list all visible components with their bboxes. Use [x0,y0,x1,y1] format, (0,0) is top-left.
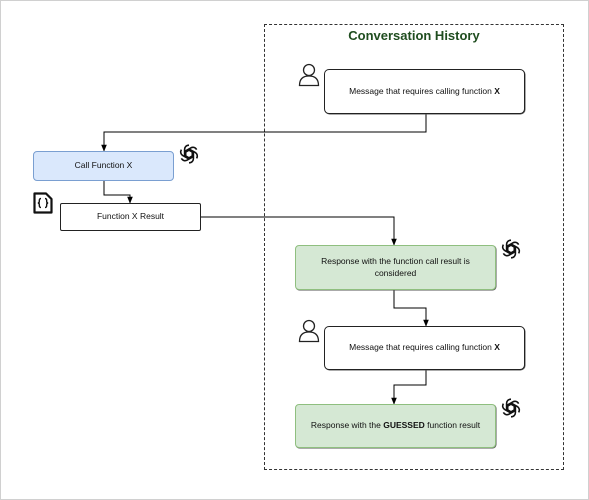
user-icon [298,319,320,343]
openai-logo-icon [501,398,521,418]
edge-result-to-response1 [201,216,397,246]
function-result-box: Function X Result [60,203,201,231]
edge-response1-to-message2 [393,290,429,327]
user-message-1-box: Message that requires calling function X [324,69,525,114]
user-message-1-text: Message that requires calling function X [349,85,500,96]
conversation-history-panel [264,24,564,470]
user-icon [298,63,320,87]
panel-title: Conversation History [348,28,480,43]
openai-logo-icon [179,144,199,164]
response-1-text: Response with the function call result i… [321,256,470,278]
user-message-2-text: Message that requires calling function X [349,342,500,353]
user-message-2-box: Message that requires calling function X [324,326,525,370]
code-braces-icon [33,192,53,214]
edge-call-to-result [103,181,133,204]
openai-logo-icon [501,239,521,259]
response-2-text: Response with the GUESSED function resul… [310,420,481,431]
call-function-text: Call Function X [74,160,133,171]
function-result-text: Function X Result [96,211,165,222]
response-2-box: Response with the GUESSED function resul… [295,404,496,448]
edge-message2-to-response2 [391,370,427,405]
call-function-box: Call Function X [33,151,174,181]
response-1-box: Response with the function call result i… [295,245,496,290]
edge-message1-to-call [101,114,427,152]
